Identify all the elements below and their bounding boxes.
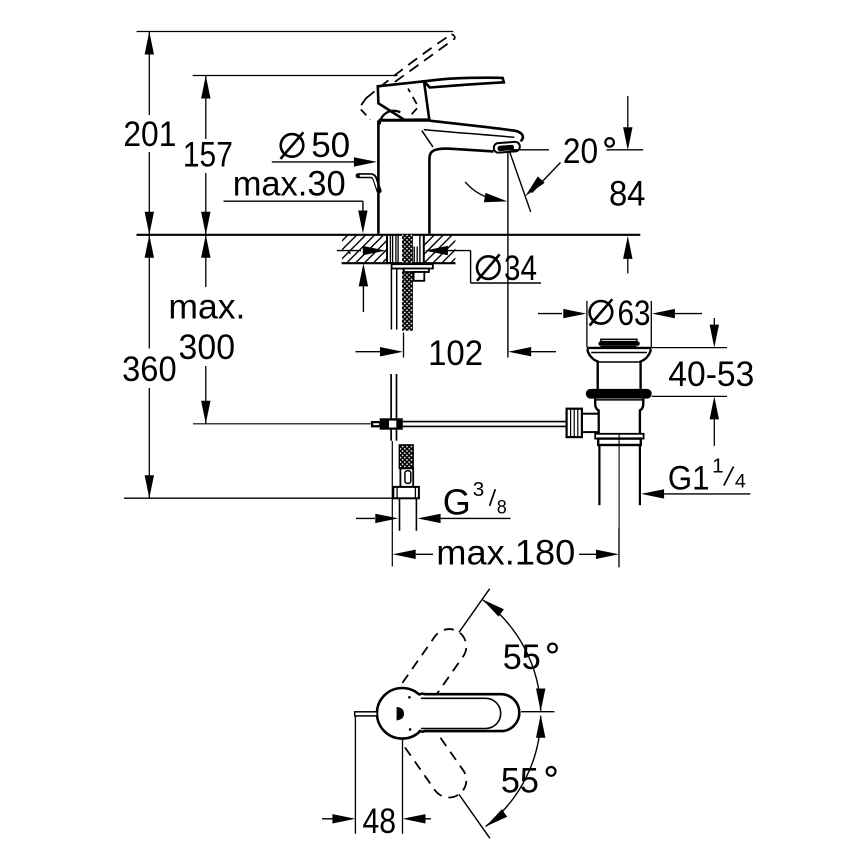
svg-text:1: 1 — [712, 455, 724, 477]
svg-text:300: 300 — [179, 328, 236, 367]
svg-text:201: 201 — [123, 115, 176, 154]
svg-text:55: 55 — [503, 638, 541, 677]
svg-text:G: G — [443, 482, 471, 523]
svg-text:157: 157 — [183, 135, 233, 174]
svg-text:40-53: 40-53 — [668, 355, 754, 394]
svg-text:102: 102 — [428, 334, 483, 373]
svg-text:48: 48 — [363, 802, 397, 841]
svg-text:max.: max. — [168, 288, 245, 327]
svg-text:max.180: max.180 — [436, 533, 575, 572]
svg-text:max.30: max.30 — [233, 165, 346, 204]
svg-text:63: 63 — [618, 294, 651, 333]
svg-text:G1: G1 — [668, 460, 710, 498]
svg-text:3: 3 — [473, 479, 485, 501]
svg-text:84: 84 — [609, 174, 646, 213]
svg-text:4: 4 — [735, 471, 746, 492]
svg-text:20: 20 — [563, 132, 598, 171]
svg-text:34: 34 — [504, 249, 537, 288]
svg-text:50: 50 — [311, 126, 350, 165]
svg-text:8: 8 — [497, 497, 507, 518]
svg-text:360: 360 — [122, 350, 177, 389]
svg-text:55: 55 — [501, 761, 539, 800]
